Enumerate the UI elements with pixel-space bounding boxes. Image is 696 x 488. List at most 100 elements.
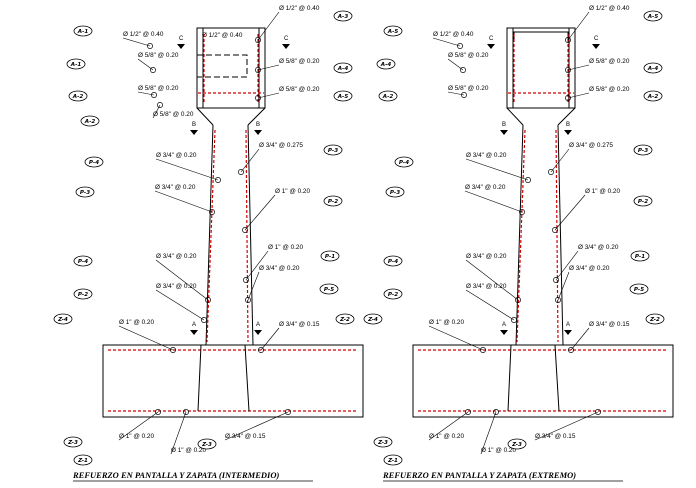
tag-label-9: P-4 [388, 259, 398, 265]
drawing-title: REFUERZO EN PANTALLA Y ZAPATA (INTERMEDI… [72, 470, 279, 480]
rebar-marker-15 [170, 347, 176, 353]
leader-line-15 [118, 325, 174, 351]
annotation-8: Ø 3/4" @ 0.20 [155, 184, 196, 191]
annotation-10: Ø 3/4" @ 0.20 [466, 283, 507, 290]
tag-bubble-6 [643, 90, 663, 102]
leader-line-9 [155, 259, 209, 301]
leader-line-5 [257, 64, 280, 71]
tag-bubble-10 [383, 288, 403, 300]
tag-bubble-16 [645, 313, 665, 325]
rebar-marker-6 [565, 95, 571, 101]
leader-line-6 [257, 92, 280, 99]
tag-label-9: P-4 [78, 259, 88, 265]
annotation-9: Ø 3/4" @ 0.20 [156, 253, 197, 260]
tag-bubble-15 [363, 313, 383, 325]
tag-label-16: Z-2 [649, 317, 660, 323]
section-arrow-3 [564, 130, 572, 135]
leader-line-0 [122, 37, 151, 47]
leader-line-5 [567, 64, 590, 71]
stem-rebar-front [206, 129, 216, 343]
rebar-marker-13 [553, 277, 559, 283]
section-mark-4: A [502, 322, 506, 328]
section-arrow-0 [177, 44, 185, 49]
tag-label-18: Z-1 [387, 458, 398, 464]
annotation-6: Ø 5/8" @ 0.20 [589, 86, 630, 93]
stem-rebar-back [245, 129, 249, 343]
rebar-marker-15 [480, 347, 486, 353]
section-mark-4: A [192, 322, 196, 328]
tag-label-2: A-2 [72, 94, 84, 100]
tag-label-17: Z-3 [377, 440, 388, 446]
tag-bubble-17 [373, 436, 393, 448]
tag-label-19: Z-3 [511, 442, 522, 448]
tag-bubble-12 [323, 195, 343, 207]
leader-line-12 [554, 194, 586, 231]
stem-rebar-front [516, 129, 526, 343]
rebar-marker-8 [209, 209, 215, 215]
tag-label-5: A-4 [337, 66, 349, 72]
tag-label-8: P-3 [80, 190, 90, 196]
tag-label-12: P-2 [638, 199, 648, 205]
leader-line-8 [154, 190, 213, 213]
rebar-marker-0 [147, 43, 153, 49]
rebar-marker-11 [548, 169, 554, 175]
tag-bubble-11 [633, 144, 653, 156]
tag-bubble-8 [385, 186, 405, 198]
rebar-marker-4 [255, 37, 261, 43]
stem-dowels [197, 344, 250, 412]
leader-line-16 [260, 327, 280, 351]
annotation-14: Ø 3/4" @ 0.20 [259, 265, 300, 272]
rebar-marker-3 [157, 102, 163, 108]
leader-line-13 [555, 250, 579, 281]
tag-label-7: P-4 [89, 160, 99, 166]
section-mark-3: B [256, 122, 260, 128]
section-mark-1: C [284, 36, 289, 42]
leader-line-1 [137, 58, 154, 71]
leader-line-14 [247, 271, 260, 301]
annotation-13: Ø 1" @ 0.20 [268, 244, 303, 251]
tag-bubble-2 [378, 90, 398, 102]
rebar-marker-12 [242, 227, 248, 233]
annotation-10: Ø 3/4" @ 0.20 [156, 283, 197, 290]
leader-line-9 [465, 259, 519, 301]
tag-bubble-19 [507, 438, 527, 450]
haunch-lines [506, 107, 576, 126]
tag-label-6: A-2 [647, 94, 659, 100]
rebar-marker-19 [595, 409, 601, 415]
tag-label-10: P-2 [388, 292, 398, 298]
stem-dowels [507, 344, 560, 412]
tag-label-17: Z-3 [67, 440, 78, 446]
annotation-9: Ø 3/4" @ 0.20 [466, 253, 507, 260]
rebar-marker-18 [183, 409, 189, 415]
tag-bubble-4 [333, 10, 353, 22]
rebar-marker-7 [525, 177, 531, 183]
tag-label-13: P-1 [635, 254, 645, 260]
drawing-title: REFUERZO EN PANTALLA Y ZAPATA (EXTREMO) [382, 470, 576, 480]
annotation-18: Ø 1" @ 0.20 [481, 447, 516, 454]
leader-line-7 [465, 158, 529, 181]
tag-bubble-5 [643, 62, 663, 74]
tag-bubble-0 [73, 25, 93, 37]
stem-rebar-back [555, 129, 559, 343]
tag-label-13: P-1 [325, 254, 335, 260]
rebar-marker-10 [511, 317, 517, 323]
annotation-0: Ø 1/2" @ 0.40 [433, 31, 474, 38]
leader-line-17 [428, 411, 469, 441]
rebar-marker-12 [552, 227, 558, 233]
leader-line-18 [480, 411, 497, 455]
section-arrow-1 [592, 44, 600, 49]
parapet-outline [196, 27, 266, 109]
annotation-12: Ø 1" @ 0.20 [585, 188, 620, 195]
rebar-marker-6 [255, 95, 261, 101]
tag-bubble-6 [333, 90, 353, 102]
tag-bubble-15 [53, 313, 73, 325]
section-arrow-2 [500, 130, 508, 135]
rebar-marker-17 [155, 409, 161, 415]
haunch-lines [196, 107, 266, 126]
leader-line-11 [550, 148, 570, 173]
annotation-2: Ø 5/8" @ 0.20 [138, 85, 179, 92]
tag-label-8: P-3 [390, 190, 400, 196]
